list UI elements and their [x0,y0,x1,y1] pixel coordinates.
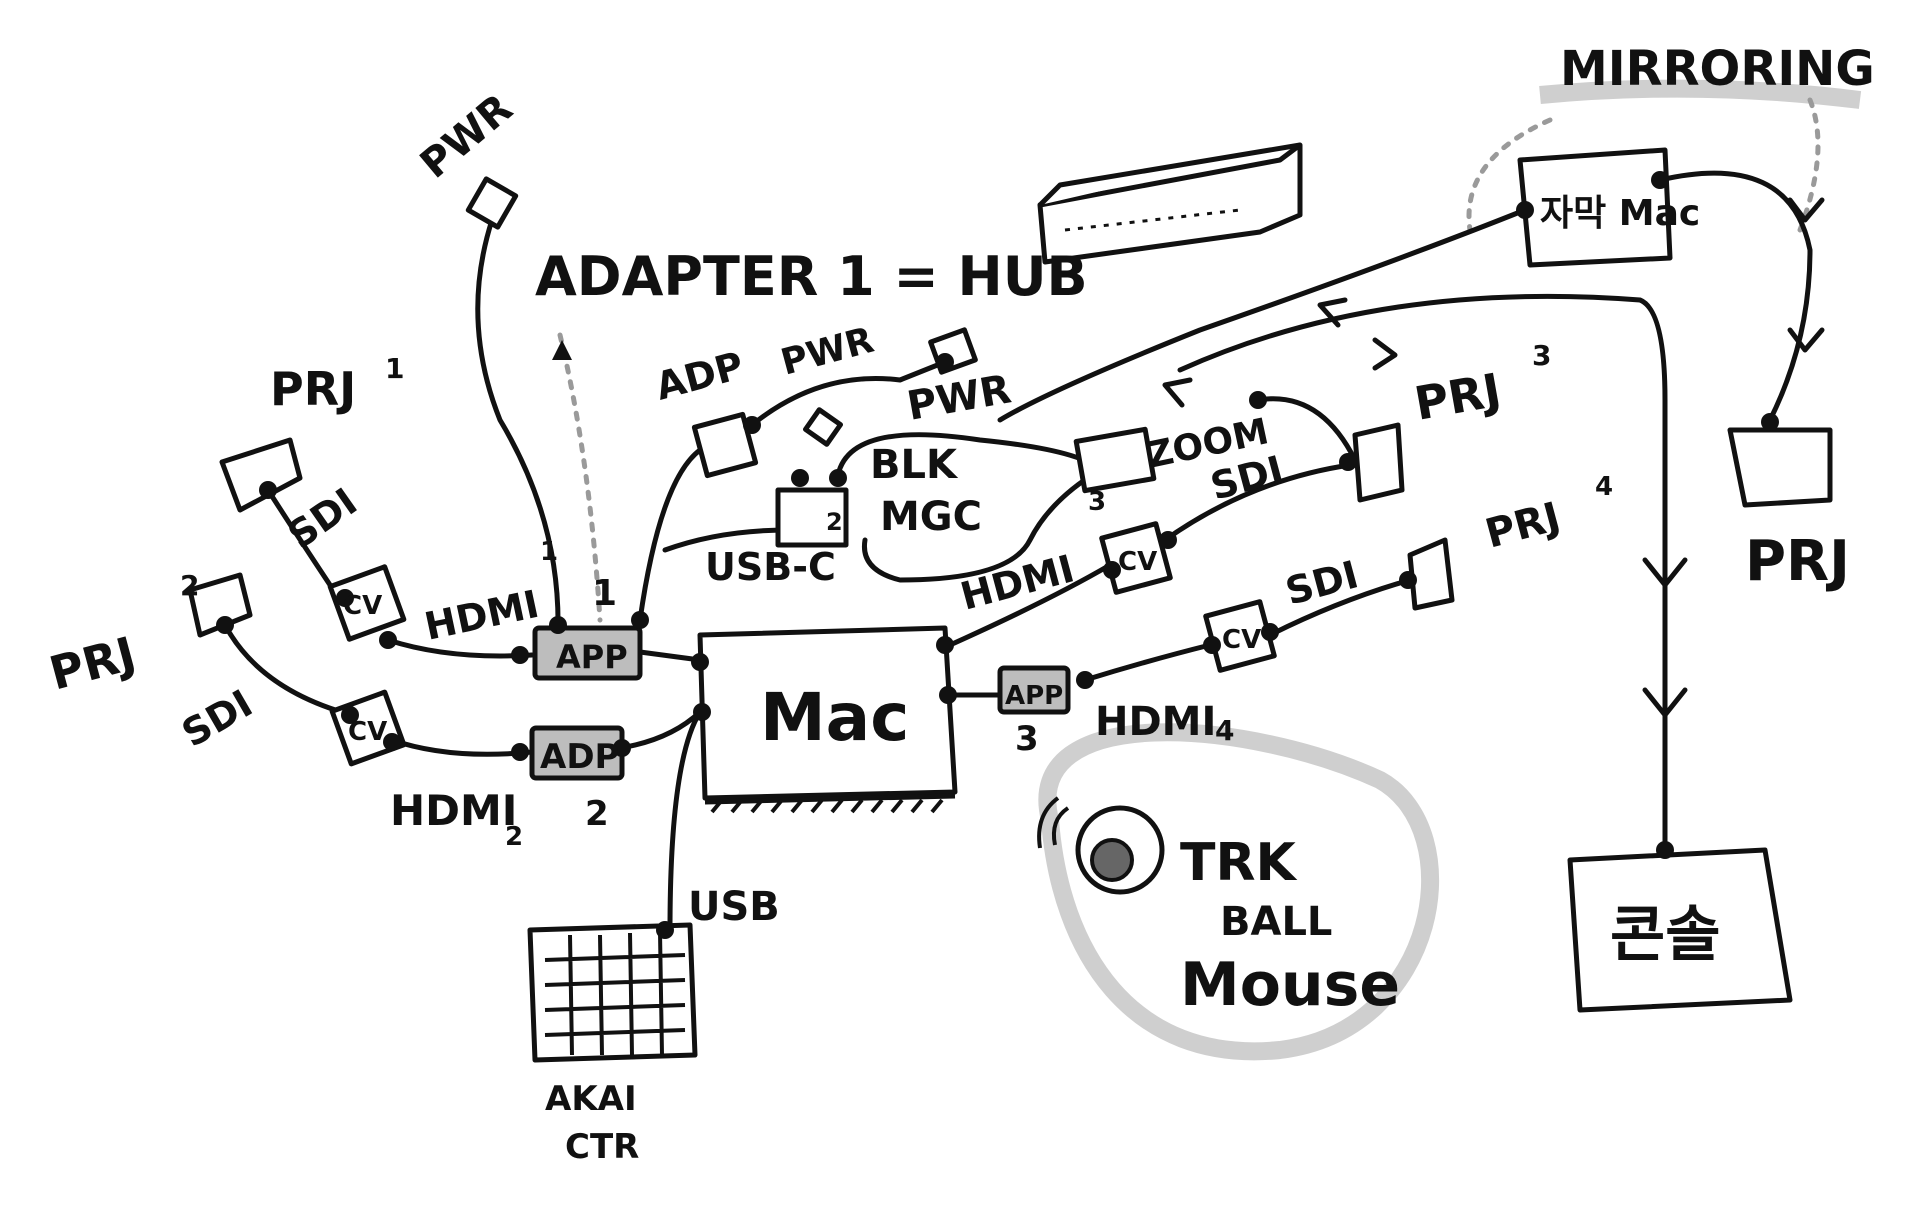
mirroring-dotted-right [1797,97,1821,233]
pwr-cable-main [475,217,561,633]
arrowhead-side-mac-1 [1317,297,1348,328]
adp-label-top: ADP [651,343,748,408]
hdmi1-cable [385,637,535,659]
side-mac-label: 자막 Mac [1540,193,1700,234]
mirroring-highlight [1539,79,1862,109]
adp1-number: 1 [592,573,617,614]
adapter2-number: 2 [585,794,609,834]
console-label: 콘솔 [1610,900,1720,970]
hdmi4-label: HDMI [1095,699,1216,745]
blk-magic-zoom-loop [835,432,1103,583]
prj2-label: PRJ [44,626,141,700]
usb-c-cable [662,527,791,553]
adapter1-label: APP [556,638,628,676]
adapter1-dotted-line [557,332,603,623]
adapter3-label: APP [1005,681,1063,711]
side-mac [1517,147,1673,268]
pwr-label-top: PWR [412,85,521,187]
cv4-sdi-prj4-cable [1267,577,1413,638]
hub-illustration [1037,142,1303,265]
hdmi1-sub: 1 [540,537,558,567]
side-mac-to-prj5 [1657,170,1813,423]
pwr-label-mid: PWR [777,320,878,384]
sdi-label-4: SDI [1281,552,1363,613]
mirroring-dotted-left [1466,117,1553,233]
adp1-to-mac [637,649,703,663]
blk-magic-label-2: MGC [880,494,982,540]
trackball-highlight-circle [1038,723,1440,1061]
prj3-label: PRJ [1411,363,1505,431]
hdmi2-cable [389,737,535,757]
prj5-label: PRJ [1745,529,1850,594]
akai-label-2: CTR [565,1127,639,1167]
akai-label-1: AKAI [545,1079,637,1119]
hdmi1-label: HDMI [421,582,543,649]
hdmi3-sub: 3 [1088,487,1106,517]
main-mac [697,625,958,814]
usb-label: USB [688,884,780,930]
hdmi2-sub: 2 [505,822,523,852]
sdi-prj2-cable [222,622,355,718]
prj4-label: PRJ [1481,494,1565,558]
usb-c-label: USB-C [705,545,836,589]
projector-1 [219,437,303,513]
cv-label-2: CV [348,717,387,747]
blk-magic-label-1: BLK [870,442,959,488]
arrowhead-console-2 [1642,687,1688,718]
connector-dots [216,171,1779,939]
adapter-1 [532,625,643,681]
usb-akai-cable [667,709,703,933]
cv-label-3: CV [1118,547,1157,577]
adp-to-pwr-cable [749,359,948,428]
prj1-label: PRJ [270,362,356,416]
pwr-plug-top [465,176,519,230]
zoom-to-prj3-cable [1255,396,1358,463]
pwr-plug-small [802,407,844,447]
title-label: ADAPTER 1 = HUB [535,245,1088,308]
sdi-label-2: SDI [175,681,260,756]
mac-hdmi3-cable [947,562,1113,648]
cv-label-4: CV [1222,625,1261,655]
prj4-sup: 4 [1595,472,1613,502]
hdmi4-cable [1082,642,1213,683]
adapter-3 [997,665,1071,715]
mac-label: Mac [760,679,909,756]
prj3-sup: 3 [1532,339,1551,372]
arrowhead-console-1 [1642,557,1688,588]
trackball-icon [1037,796,1165,895]
arrowhead-side-mac-2 [1162,377,1193,408]
adapter3-number: 3 [1015,719,1039,759]
hdmi4-sub: 4 [1215,714,1234,747]
adapter1-dotted-arrow [552,340,572,360]
console-box [1567,847,1793,1013]
arrowhead-prj5-1 [1787,197,1825,223]
projector-4 [1407,537,1455,611]
adapter2-label: ADP [540,737,619,777]
adp-pwr-cable [637,447,703,623]
prj2-sup: 2 [180,569,199,602]
blk-magic-box [775,487,849,548]
cv3-sdi-prj3-cable [1162,462,1353,543]
mirroring-label: MIRRORING [1560,41,1875,97]
prj1-sup: 1 [385,352,404,385]
converter-1 [327,564,407,642]
zoom-loop-to-console [1177,293,1668,853]
hdmi2-label: HDMI [390,786,517,835]
projector-5 [1727,427,1833,508]
projector-3 [1352,422,1405,503]
akai-controller [527,922,698,1063]
arrowhead-zoom [1372,337,1398,371]
trk-label-3: Mouse [1180,950,1400,1020]
blk-magic-number: 2 [826,508,843,536]
sdi-label-1: SDI [280,479,365,557]
side-mac-to-mac-cable [997,207,1528,423]
zoom-box [1073,426,1157,494]
adapter-pwr [691,411,759,479]
projector-2 [187,572,253,638]
cv-label-1: CV [343,591,382,621]
trk-label-2: BALL [1220,899,1332,945]
arrowhead-prj5-2 [1787,327,1825,353]
trk-label-1: TRK [1180,833,1298,893]
